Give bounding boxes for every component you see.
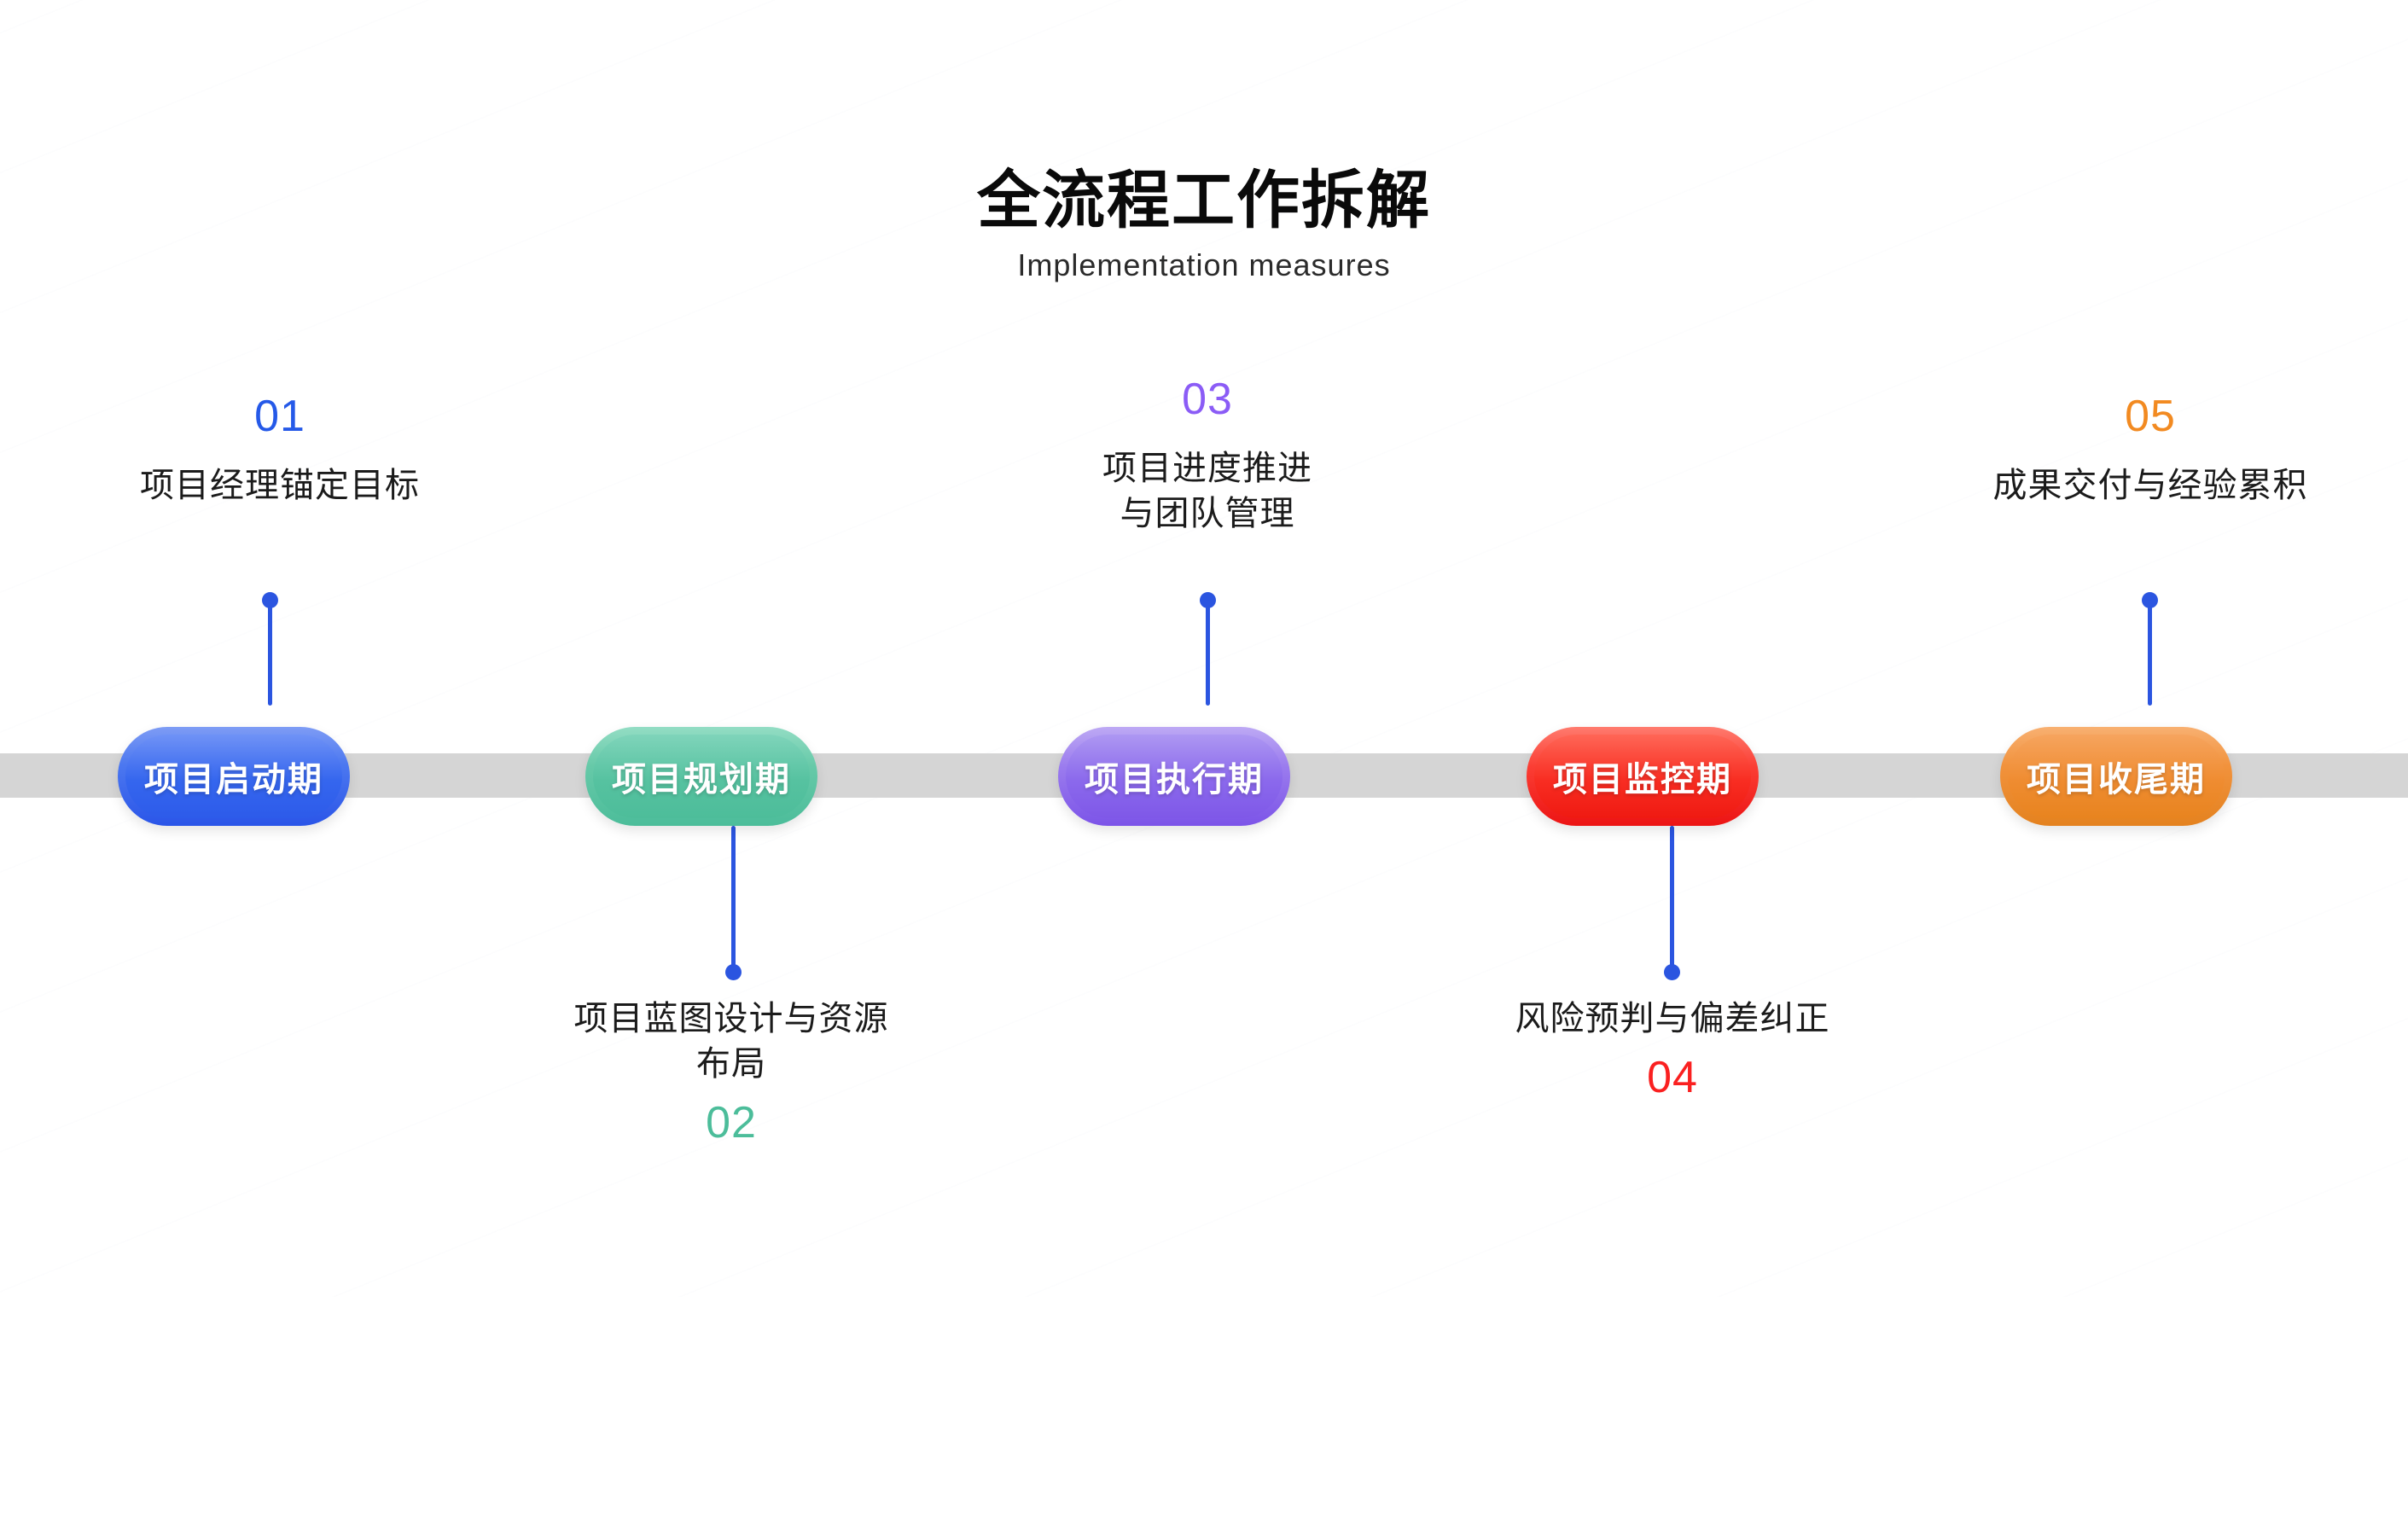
connector-line-01	[268, 600, 272, 706]
connector-line-04	[1670, 826, 1674, 969]
connector-line-02	[731, 826, 736, 969]
step-number-03: 03	[1182, 375, 1233, 424]
step-description-02: 项目蓝图设计与资源 布局	[573, 1000, 889, 1083]
milestone-pill-01-label: 项目启动期	[144, 761, 323, 799]
milestone-pill-03-inner	[1066, 735, 1283, 818]
road-dashed-centerline	[0, 1525, 2408, 1534]
milestone-pill-02[interactable]: 项目规划期	[585, 727, 817, 826]
milestone-pill-01[interactable]: 项目启动期	[118, 727, 350, 826]
page-subtitle: Implementation measures	[1017, 247, 1391, 282]
step-description-03: 项目进度推进 与团队管理	[1102, 450, 1312, 532]
connector-dot-02	[725, 964, 742, 980]
milestone-pill-01-inner	[125, 735, 342, 818]
page-title: 全流程工作拆解	[977, 165, 1431, 235]
step-description-01: 项目经理锚定目标	[140, 467, 420, 505]
step-text-04: 风险预判与偏差纠正 04	[1399, 997, 1946, 1102]
step-number-05: 05	[2125, 392, 2176, 441]
connector-line-05	[2148, 600, 2152, 706]
step-text-02: 项目蓝图设计与资源 布局 02	[458, 997, 1004, 1148]
milestone-pill-02-label: 项目规划期	[612, 761, 791, 799]
header: 全流程工作拆解 Implementation measures	[0, 167, 2408, 283]
connector-dot-04	[1664, 964, 1680, 980]
step-text-01: 01 项目经理锚定目标	[7, 392, 553, 508]
milestone-pill-04[interactable]: 项目监控期	[1527, 727, 1759, 826]
milestone-pill-05[interactable]: 项目收尾期	[2000, 727, 2232, 826]
milestone-pill-05-inner	[2008, 735, 2225, 818]
step-description-04: 风险预判与偏差纠正	[1515, 1000, 1830, 1037]
step-description-05: 成果交付与经验累积	[1992, 467, 2308, 505]
step-number-04: 04	[1647, 1052, 1698, 1102]
milestone-pill-03[interactable]: 项目执行期	[1058, 727, 1290, 826]
step-number-02: 02	[706, 1097, 757, 1148]
milestone-pill-04-label: 项目监控期	[1553, 761, 1732, 799]
milestone-pill-04-inner	[1534, 735, 1751, 818]
milestone-pill-03-label: 项目执行期	[1085, 761, 1264, 799]
step-text-05: 05 成果交付与经验累积	[1877, 392, 2408, 508]
connector-line-03	[1206, 600, 1210, 706]
step-text-03: 03 项目进度推进 与团队管理	[934, 375, 1480, 537]
milestone-pill-05-label: 项目收尾期	[2027, 761, 2206, 799]
step-number-01: 01	[254, 392, 305, 441]
milestone-pill-02-inner	[593, 735, 810, 818]
